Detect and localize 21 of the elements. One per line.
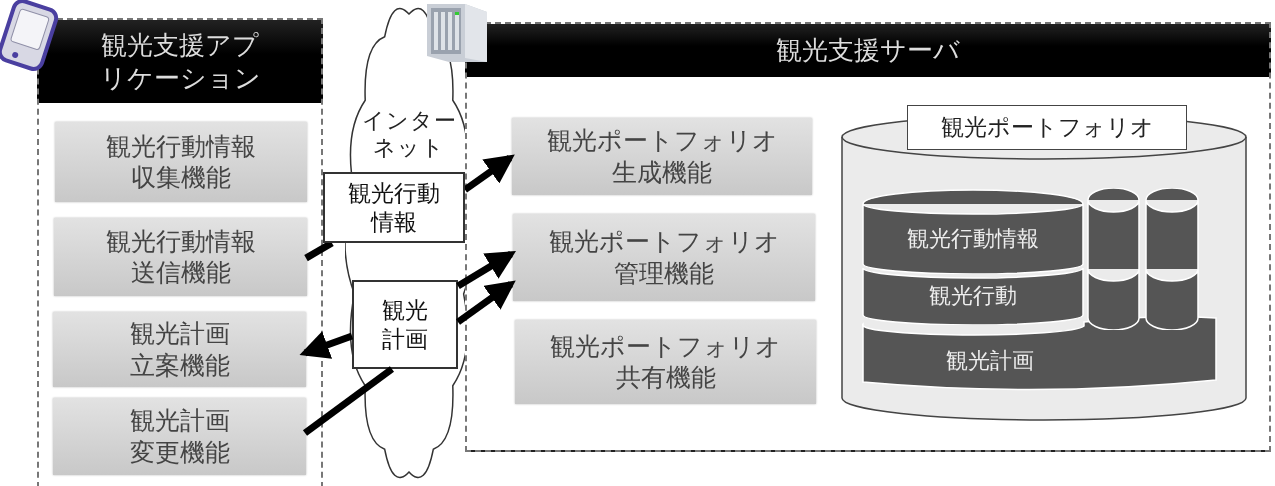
cloud-label: インターネット	[360, 106, 458, 162]
function-box: 観光ポートフォリオ管理機能	[513, 214, 815, 301]
function-box: 観光計画立案機能	[53, 312, 306, 387]
data-label-box: 観光計画	[352, 280, 458, 369]
panel-title: 観光支援サーバ	[775, 34, 961, 67]
function-box: 観光計画変更機能	[53, 398, 306, 475]
arrow	[455, 280, 516, 325]
function-box: 観光ポートフォリオ共有機能	[515, 320, 816, 404]
layer-label: 観光行動情報	[907, 225, 1039, 253]
panel-title: 観光支援アプリケーション	[98, 29, 262, 94]
system-panel	[465, 22, 1271, 452]
function-box: 観光ポートフォリオ生成機能	[512, 118, 812, 195]
function-box: 観光行動情報送信機能	[54, 218, 307, 296]
data-label-box: 観光行動情報	[323, 172, 465, 243]
arrow	[463, 154, 515, 193]
function-box: 観光行動情報収集機能	[55, 122, 307, 202]
cylinder-label: 観光ポートフォリオ	[907, 105, 1187, 150]
layer-label: 観光行動	[929, 282, 1017, 310]
layer-label: 観光計画	[946, 347, 1034, 375]
arrow	[299, 331, 354, 359]
system-panel	[37, 18, 323, 486]
